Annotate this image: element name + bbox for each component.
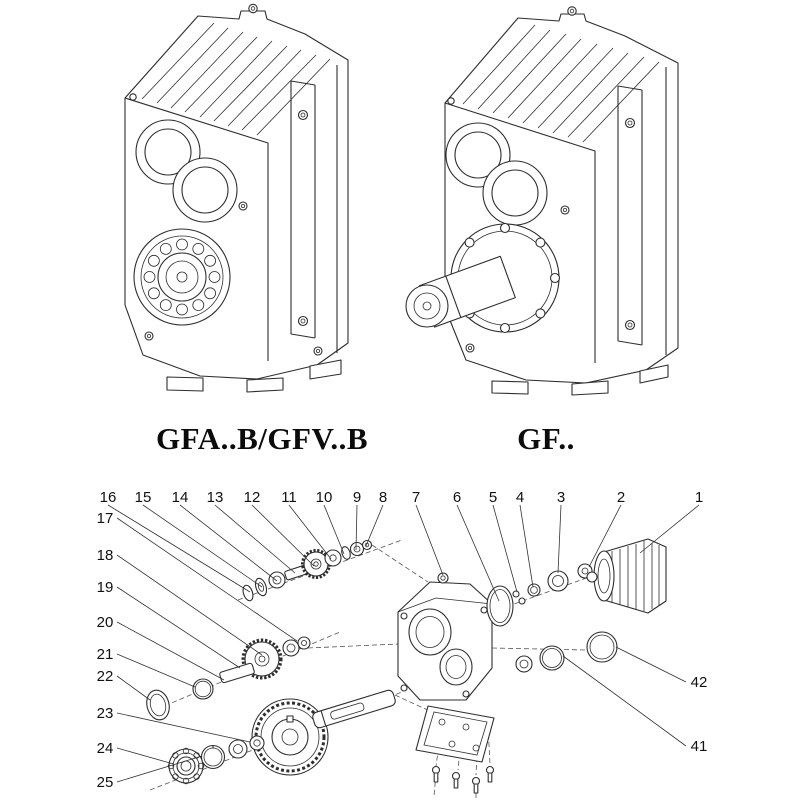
caption-gfab-gfvb: GFA..B/GFV..B	[156, 421, 368, 456]
intermediate-gear	[241, 638, 283, 680]
part-label-8: 8	[379, 489, 387, 506]
part-label-25: 25	[97, 774, 114, 791]
gear-housing	[397, 572, 493, 701]
part-label-14: 14	[172, 489, 189, 506]
upper-bores	[445, 122, 548, 226]
mounting-plate	[415, 705, 495, 794]
ball-bearing	[167, 747, 205, 785]
snap-ring	[200, 744, 226, 770]
caption-gf: GF..	[517, 421, 575, 456]
intermediate-shaft-parts	[146, 636, 311, 721]
output-shaft	[312, 689, 396, 729]
part-label-5: 5	[489, 489, 497, 506]
breather-cap	[248, 3, 258, 14]
motor-adapter	[586, 538, 667, 614]
part-label-1: 1	[695, 489, 703, 506]
part-label-2: 2	[617, 489, 625, 506]
gearbox-drawing-gfab	[124, 3, 349, 393]
part-label-17: 17	[97, 510, 114, 527]
exploded-diagram: 16 15 14 13 12 11 10 9 8 7 6 5 4 3 2 1 1…	[97, 489, 708, 798]
part-label-12: 12	[244, 489, 261, 506]
part-label-16: 16	[100, 489, 117, 506]
oil-seal	[146, 689, 170, 721]
mounting-feet	[491, 364, 669, 396]
part-label-20: 20	[97, 614, 114, 631]
part-label-6: 6	[453, 489, 461, 506]
retaining-ring-41	[539, 645, 565, 671]
part-label-3: 3	[557, 489, 565, 506]
part-label-4: 4	[516, 489, 524, 506]
bolt	[431, 765, 495, 794]
part-label-10: 10	[316, 489, 333, 506]
part-label-11: 11	[281, 489, 297, 506]
part-label-13: 13	[207, 489, 224, 506]
output-shaft-parts	[167, 689, 396, 785]
part-label-15: 15	[135, 489, 152, 506]
part-label-21: 21	[97, 646, 114, 663]
gearbox-drawing-gf	[405, 6, 679, 396]
input-shaft-parts	[242, 539, 373, 602]
gasket	[486, 585, 514, 627]
part-label-7: 7	[412, 489, 420, 506]
side-rail	[290, 65, 338, 353]
mounting-feet	[166, 359, 342, 393]
part-label-41: 41	[691, 738, 708, 755]
keyway-notch	[286, 715, 294, 723]
upper-bores	[135, 119, 238, 223]
part-label-9: 9	[353, 489, 361, 506]
retaining-ring-42	[586, 631, 618, 663]
part-label-23: 23	[97, 705, 114, 722]
breather-cap	[567, 6, 577, 16]
part-label-42: 42	[691, 674, 708, 691]
part-label-18: 18	[97, 547, 114, 564]
output-shaft	[405, 255, 516, 328]
part-number-labels: 16 15 14 13 12 11 10 9 8 7 6 5 4 3 2 1 1…	[97, 489, 708, 791]
side-rail	[617, 67, 667, 355]
part-label-22: 22	[97, 668, 114, 685]
part-label-24: 24	[97, 740, 114, 757]
vent-plug	[437, 572, 449, 584]
output-bearing-boss	[133, 228, 231, 326]
leader-lines	[107, 504, 700, 783]
bearing	[547, 570, 569, 592]
part-label-19: 19	[97, 579, 114, 596]
cooling-ribs	[141, 22, 331, 136]
motor-side-parts	[486, 538, 667, 673]
cooling-ribs	[462, 24, 660, 143]
